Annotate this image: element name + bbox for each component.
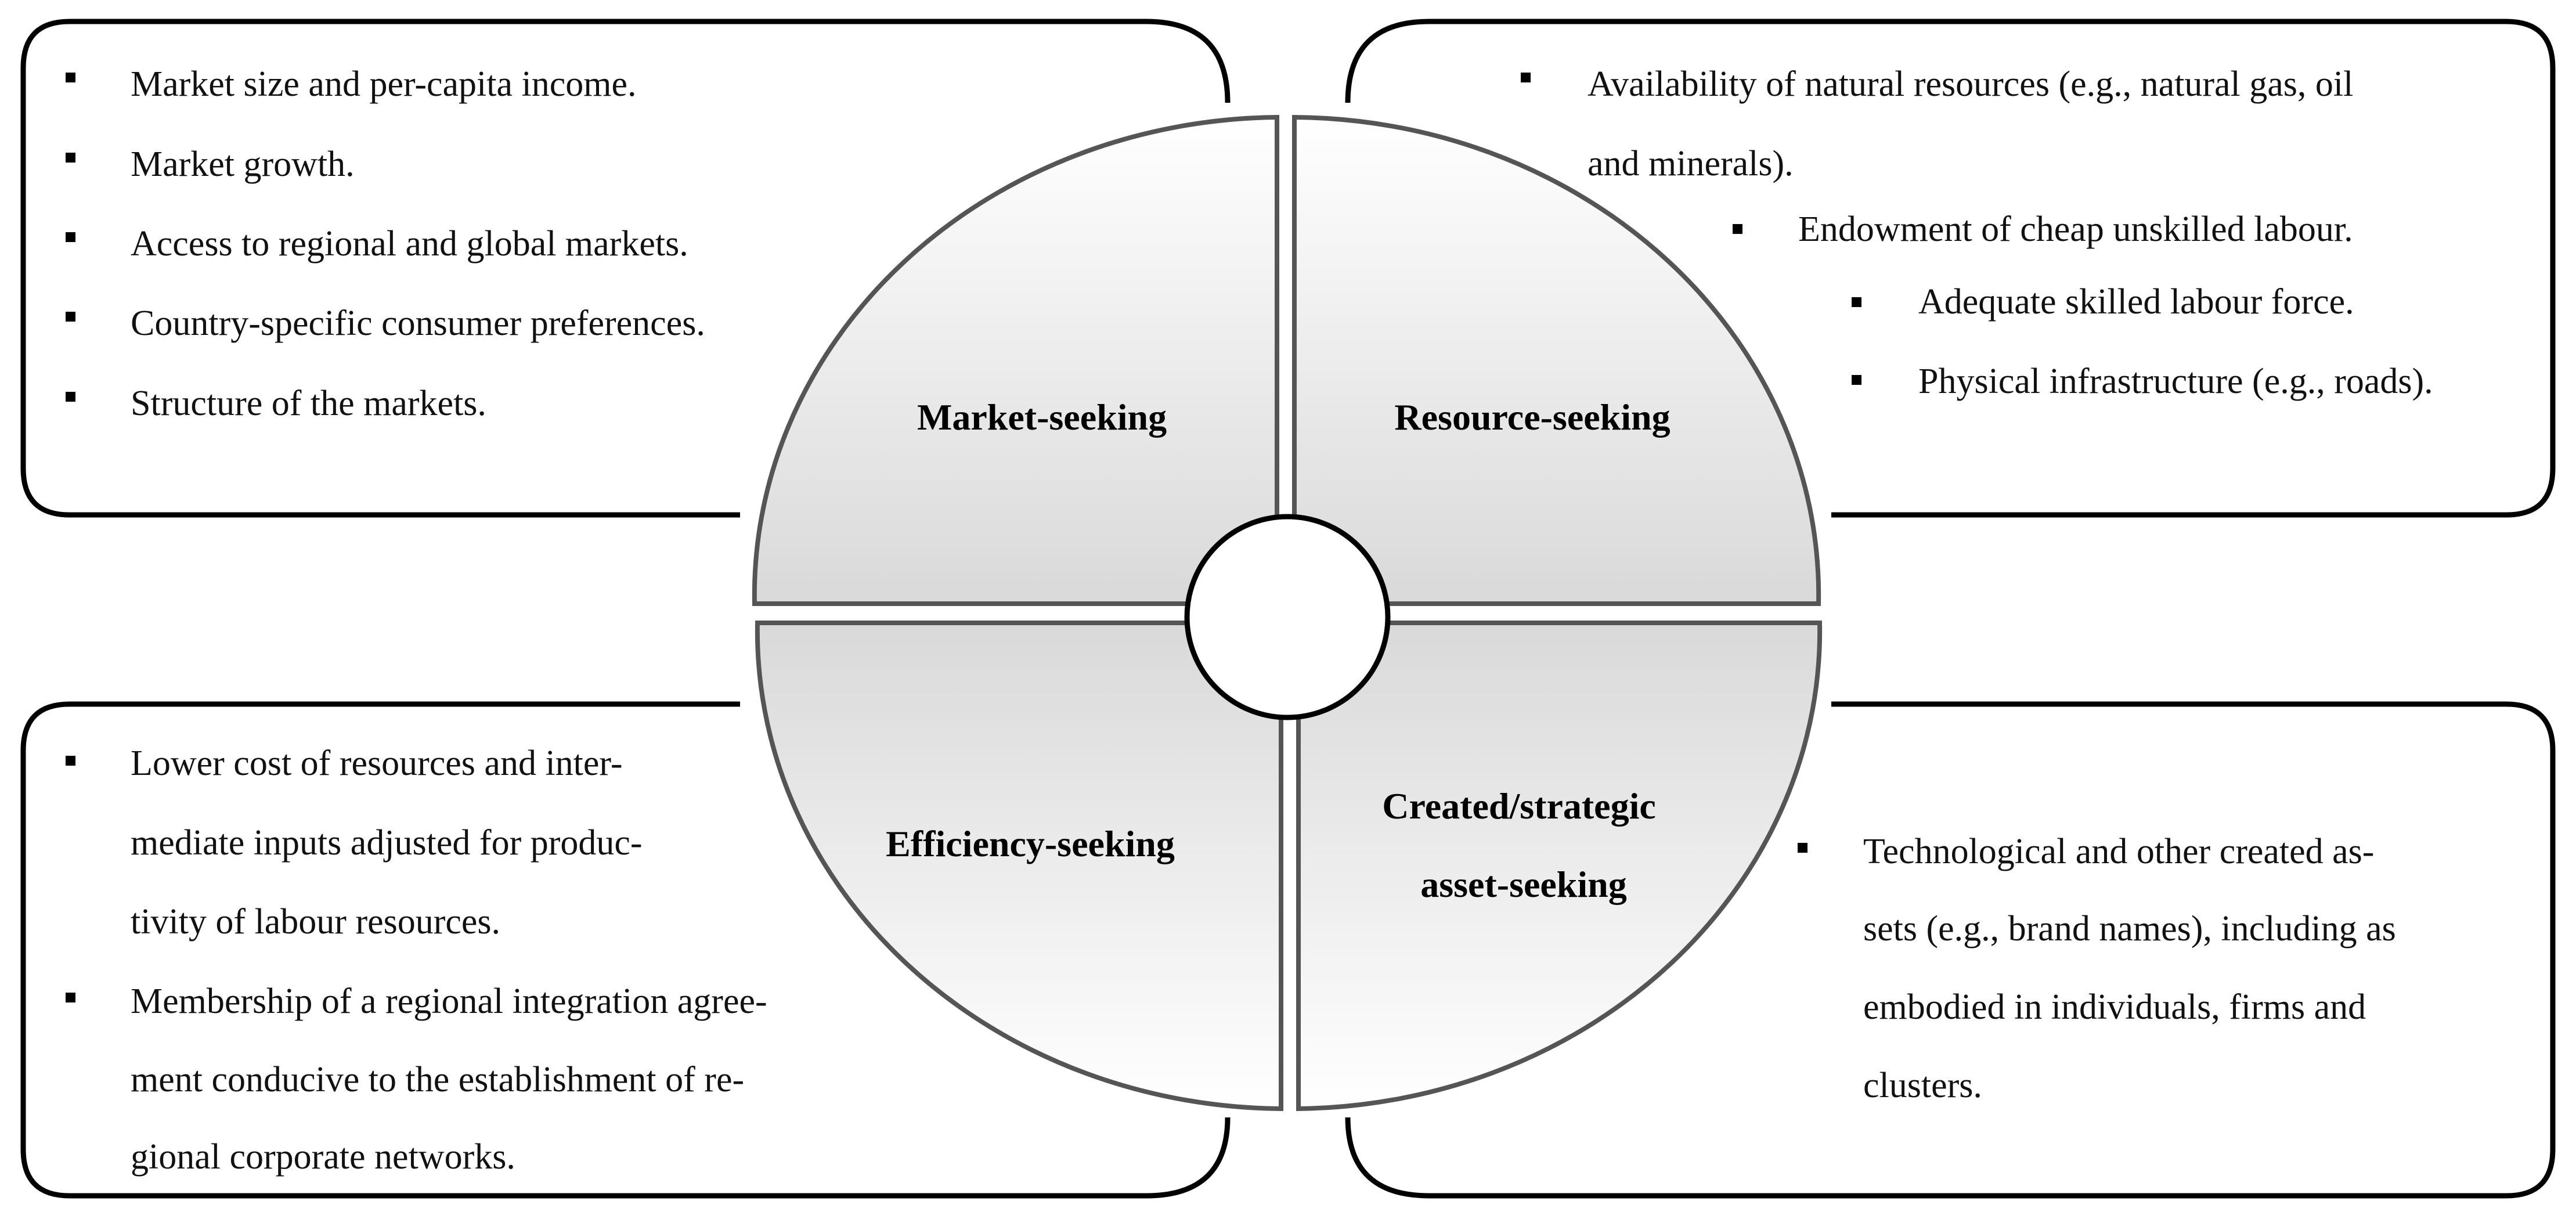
- list-bullet: [66, 392, 75, 402]
- list-item: Adequate skilled labour force.: [1918, 282, 2354, 322]
- list-bullet: [66, 232, 75, 242]
- list-bullet: [66, 153, 75, 163]
- list-bullet: [1733, 224, 1742, 234]
- list-bullet: [1852, 297, 1861, 307]
- list-item: Country-specific consumer preferences.: [131, 304, 705, 343]
- list-item: Access to regional and global markets.: [131, 224, 688, 264]
- market-seeking-list: Market size and per-capita income. Marke…: [66, 64, 705, 423]
- list-item: Physical infrastructure (e.g., roads).: [1918, 362, 2433, 401]
- list-item: Endowment of cheap unskilled labour.: [1798, 210, 2353, 249]
- list-bullet: [66, 756, 75, 766]
- market-seeking-label: Market-seeking: [917, 396, 1167, 438]
- list-item: Market growth.: [131, 145, 355, 184]
- market-seeking-frame: [20, 19, 1231, 518]
- list-bullet: [1852, 375, 1861, 385]
- list-bullet: [66, 312, 75, 322]
- list-item: Structure of the markets.: [131, 384, 486, 423]
- resource-seeking-list: Availability of natural resources (e.g.,…: [1521, 64, 2433, 401]
- efficiency-seeking-frame: [20, 701, 1231, 1199]
- resource-seeking-label: Resource-seeking: [1394, 396, 1670, 438]
- resource-seeking-frame: [1345, 19, 2556, 518]
- list-item: Technological and other created as- sets…: [1863, 832, 2405, 1105]
- list-bullet: [1521, 73, 1531, 82]
- efficiency-seeking-list: Lower cost of resources and inter- media…: [66, 744, 776, 1177]
- efficiency-seeking-quadrant: [755, 621, 1283, 1112]
- list-item: Market size and per-capita income.: [131, 64, 637, 104]
- asset-seeking-list: Technological and other created as- sets…: [1798, 832, 2405, 1105]
- list-item: Availability of natural resources (e.g.,…: [1588, 64, 2362, 183]
- center-circle: [1184, 514, 1391, 720]
- list-bullet: [66, 73, 75, 82]
- asset-seeking-label: Created/strategic asset-seeking: [1382, 785, 1665, 905]
- market-seeking-quadrant: [752, 114, 1279, 606]
- list-bullet: [66, 993, 75, 1002]
- resource-seeking-quadrant: [1292, 114, 1821, 606]
- list-item: Lower cost of resources and inter- media…: [131, 744, 651, 942]
- asset-seeking-frame: [1345, 701, 2556, 1199]
- efficiency-seeking-label: Efficiency-seeking: [886, 823, 1175, 864]
- list-item: Membership of a regional integration agr…: [131, 982, 776, 1177]
- list-bullet: [1798, 843, 1807, 853]
- asset-seeking-quadrant: [1296, 621, 1823, 1112]
